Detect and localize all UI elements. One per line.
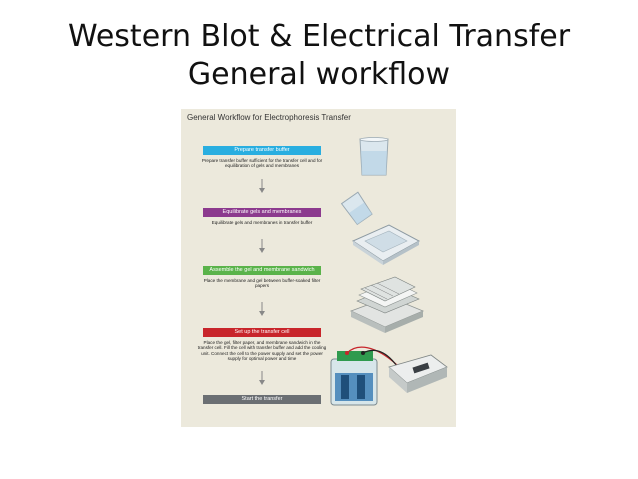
slide-title-line-2: General workflow (187, 57, 451, 92)
step-3-description: Place the membrane and gel between buffe… (203, 278, 321, 289)
beaker-icon (359, 137, 389, 176)
step-4-description: Place the gel, filter paper, and membran… (197, 340, 327, 362)
step-1-bar: Prepare transfer buffer (203, 146, 321, 155)
step-5-bar: Start the transfer (203, 395, 321, 404)
step-1-description: Prepare transfer buffer sufficient for t… (201, 158, 323, 169)
gel-sandwich-stack-icon (349, 276, 425, 333)
slide-title-line-1: Western Blot & Electrical Transfer (67, 19, 571, 54)
arrow-down-icon (259, 302, 265, 316)
workflow-figure: General Workflow for Electrophoresis Tra… (181, 109, 456, 427)
step-4-bar: Set up the transfer cell (203, 328, 321, 337)
figure-title: General Workflow for Electrophoresis Tra… (187, 113, 351, 122)
transfer-cell-power-supply-icon (330, 346, 448, 406)
step-2-bar: Equilibrate gels and membranes (203, 208, 321, 217)
arrow-down-icon (259, 239, 265, 253)
arrow-down-icon (259, 371, 265, 385)
slide-title: Western Blot & Electrical Transfer Gener… (0, 18, 638, 94)
arrow-down-icon (259, 179, 265, 193)
tilted-beaker-icon (341, 191, 373, 225)
step-3-bar: Assemble the gel and membrane sandwich (203, 266, 321, 275)
tray-icon (351, 224, 421, 265)
step-2-description: Equilibrate gels and membranes in transf… (211, 220, 313, 225)
